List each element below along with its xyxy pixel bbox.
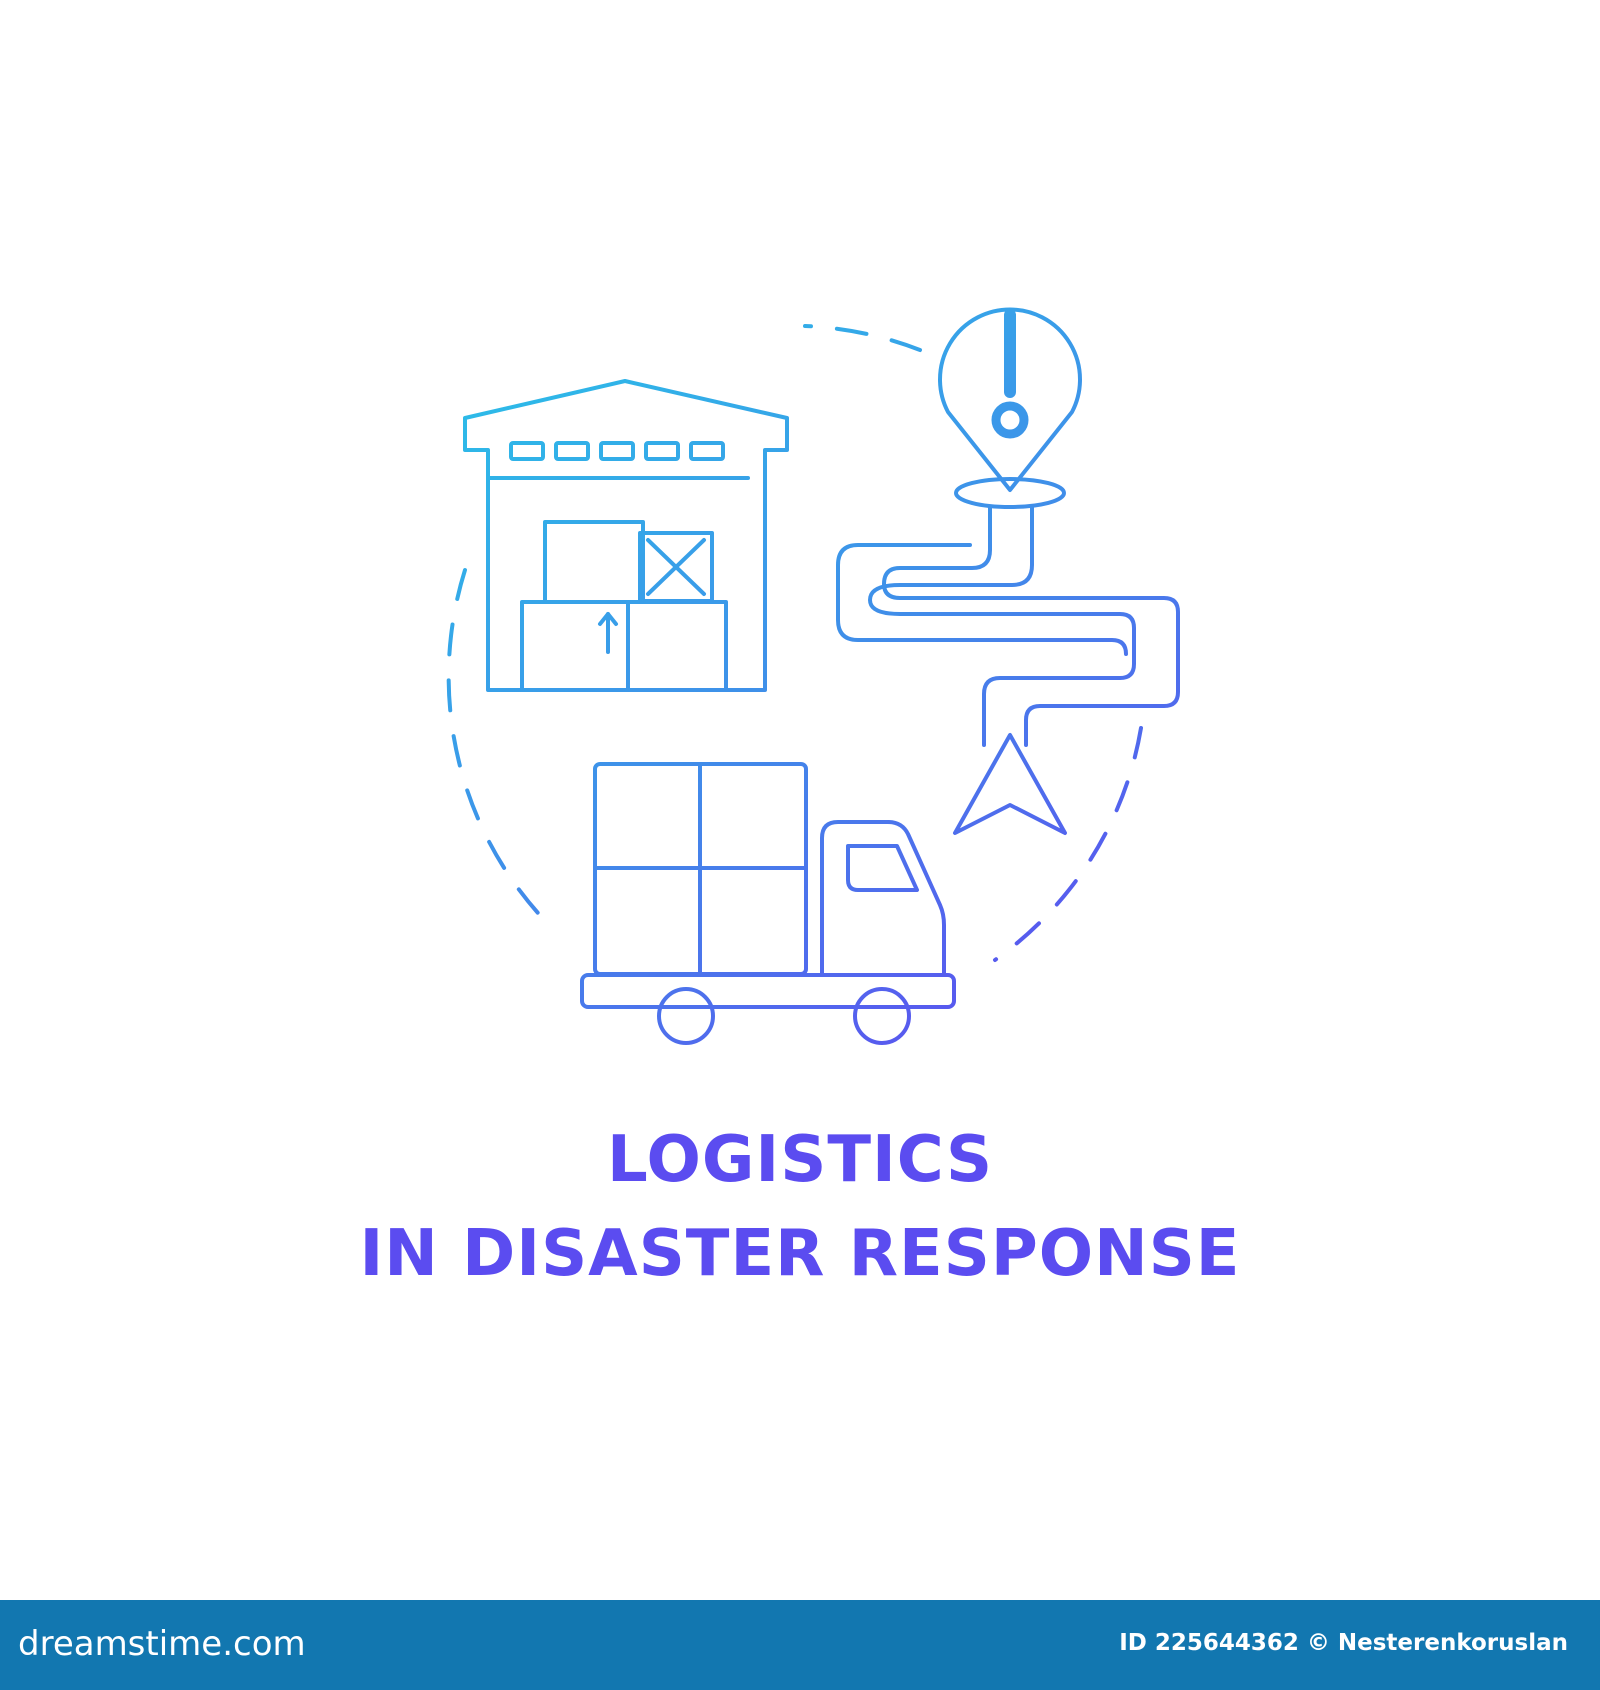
dashed-circle-frame: [446, 324, 1143, 962]
image-id-text: ID 225644362: [1119, 1630, 1299, 1656]
route-path-icon: [836, 505, 1180, 747]
delivery-truck-icon: [580, 762, 956, 1045]
stock-site-logo: dreamstime.com: [18, 1624, 306, 1664]
copyright-icon: ©: [1306, 1630, 1330, 1656]
author-name: Nesterenkoruslan: [1337, 1630, 1568, 1656]
image-credit: ID 225644362 © Nesterenkoruslan: [1119, 1630, 1568, 1656]
logistics-illustration: [446, 307, 1180, 1045]
location-alert-pin-icon: [938, 307, 1082, 509]
navigation-arrow-icon: [953, 733, 1067, 835]
caption-title-line-2: IN DISASTER RESPONSE: [359, 1217, 1241, 1291]
caption-title-line-1: LOGISTICS: [606, 1123, 994, 1197]
warehouse-icon: [463, 379, 789, 692]
watermark-footer-bar: dreamstime.com ID 225644362 © Nesterenkoru…: [0, 1600, 1600, 1690]
